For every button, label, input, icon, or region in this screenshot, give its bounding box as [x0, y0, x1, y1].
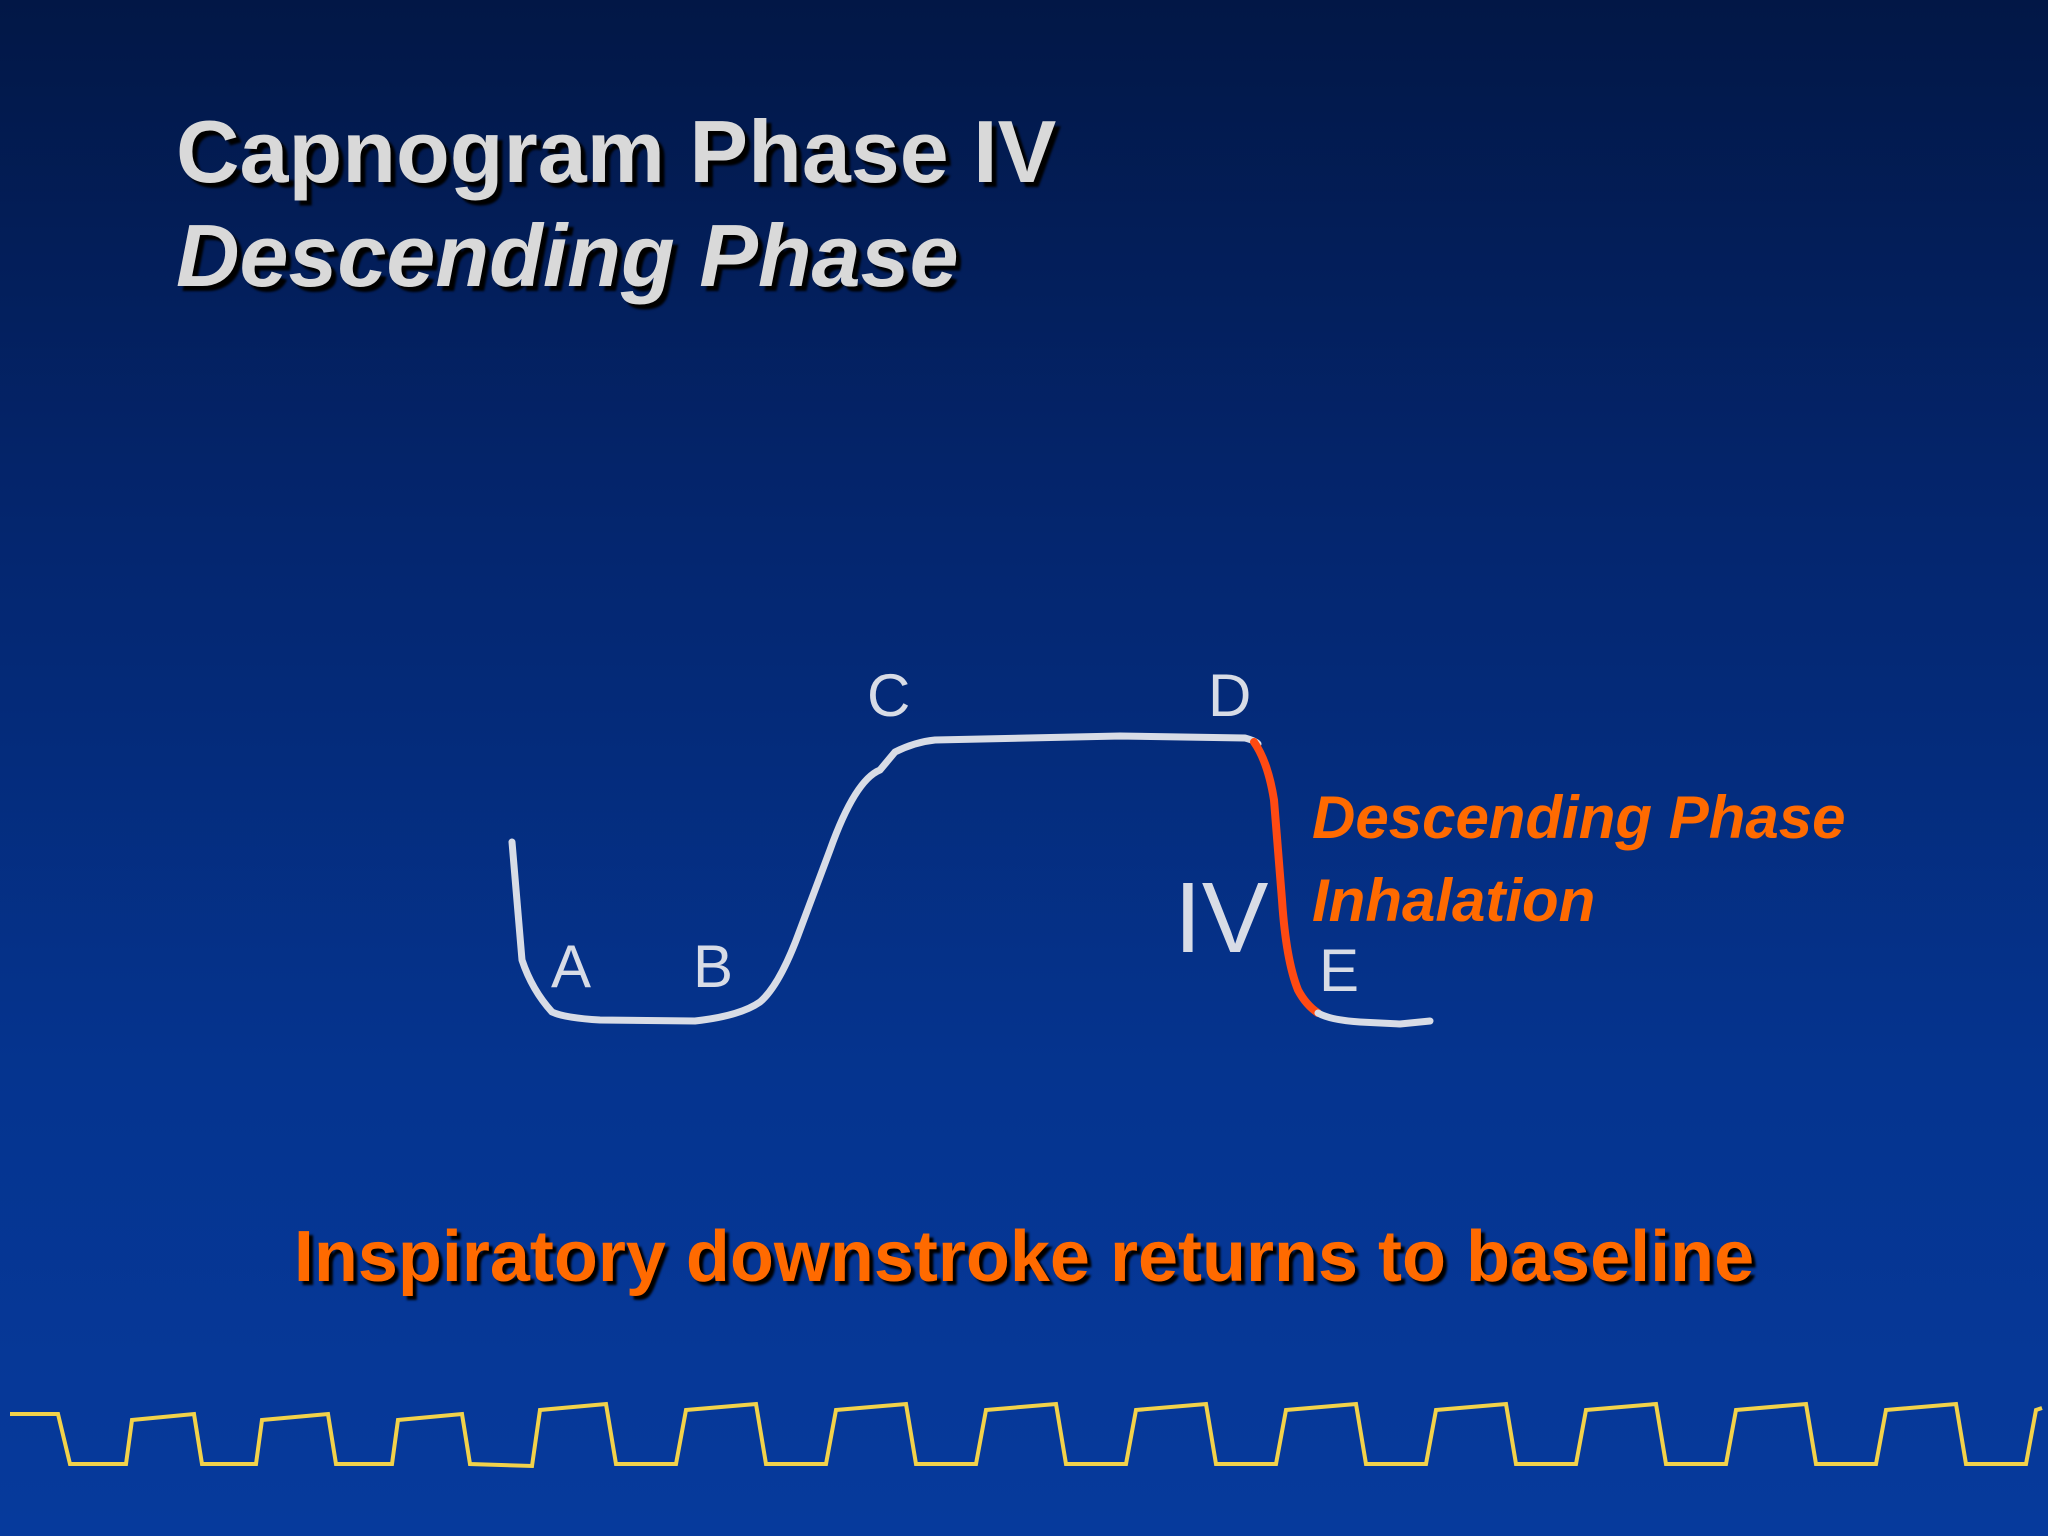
slide-title: Capnogram Phase IV: [176, 102, 1057, 201]
phase-label: IV: [1174, 862, 1269, 974]
point-label-c: C: [867, 662, 910, 729]
phase-iv-descending-segment: [1250, 738, 1322, 1017]
slide-subtitle: Descending Phase: [176, 206, 959, 305]
annotation-line-1: Descending Phase: [1312, 784, 1846, 851]
capnogram-baseline-after-e: [1314, 1009, 1434, 1028]
capnogram-curve: [508, 732, 1262, 1025]
point-label-b: B: [693, 933, 733, 1000]
point-label-a: A: [551, 933, 591, 1000]
point-label-e: E: [1319, 937, 1359, 1004]
point-label-d: D: [1208, 662, 1251, 729]
slide-title-block: Capnogram Phase IV Descending Phase: [176, 100, 1056, 308]
waveform-strip: [10, 1401, 2043, 1469]
annotation-line-2: Inhalation: [1312, 867, 1595, 934]
slide-caption: Inspiratory downstroke returns to baseli…: [293, 1217, 1755, 1297]
